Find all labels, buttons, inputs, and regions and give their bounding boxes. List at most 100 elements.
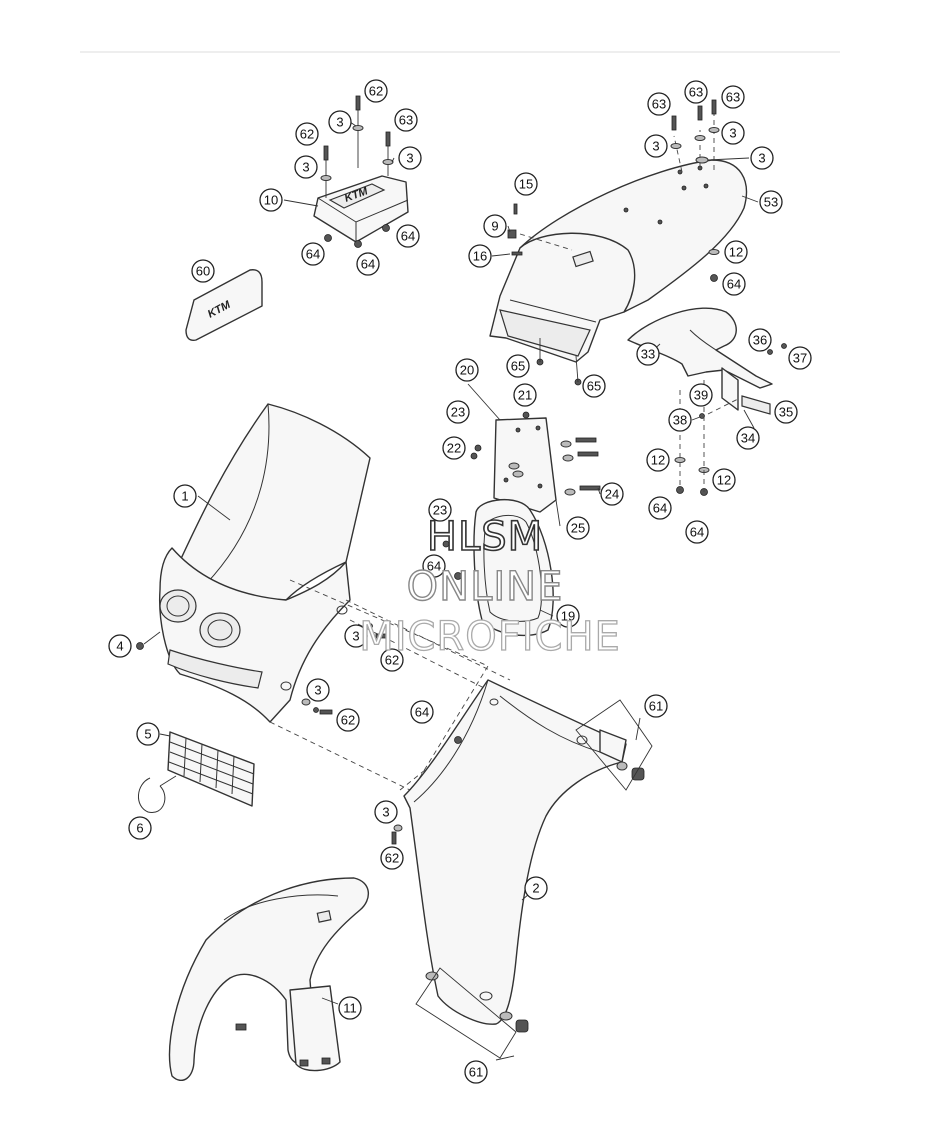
callout-65: 65 [506,354,530,378]
svg-text:39: 39 [694,388,708,403]
svg-text:65: 65 [511,359,525,374]
callout-5: 5 [136,722,160,746]
callout-24: 24 [600,482,624,506]
callout-36: 36 [748,328,772,352]
svg-text:64: 64 [361,257,375,272]
callout-62: 62 [380,648,404,672]
front-fender-part [168,877,369,1081]
svg-text:1: 1 [181,489,188,504]
svg-text:22: 22 [447,441,461,456]
svg-text:62: 62 [385,653,399,668]
svg-text:35: 35 [779,405,793,420]
callout-3: 3 [721,121,745,145]
callout-19: 19 [556,604,580,628]
callout-64: 64 [422,554,446,578]
svg-text:21: 21 [518,388,532,403]
svg-text:64: 64 [427,559,441,574]
svg-text:3: 3 [652,139,659,154]
callout-63: 63 [647,92,671,116]
svg-text:65: 65 [587,379,601,394]
watermark-line-2: ONLINE [406,563,564,610]
svg-text:38: 38 [673,413,687,428]
svg-text:64: 64 [306,247,320,262]
svg-text:15: 15 [519,177,533,192]
callout-62: 62 [295,122,319,146]
callout-3: 3 [306,678,330,702]
callout-62: 62 [380,846,404,870]
svg-text:63: 63 [726,90,740,105]
callout-64: 64 [648,496,672,520]
callout-20: 20 [455,358,479,382]
svg-text:25: 25 [571,521,585,536]
callout-64: 64 [722,272,746,296]
svg-text:63: 63 [689,85,703,100]
callout-22: 22 [442,436,466,460]
side-fairing-part [301,623,653,1059]
svg-text:53: 53 [764,195,778,210]
seat-cowl-part: KTM [313,95,409,248]
callouts: 62 3 63 62 3 3 10 64 64 64 60 63 63 63 3… [108,79,812,1084]
svg-text:11: 11 [343,1001,357,1016]
callout-16: 16 [468,244,492,268]
svg-text:19: 19 [561,609,575,624]
callout-64: 64 [410,700,434,724]
callout-3: 3 [294,155,318,179]
svg-text:24: 24 [605,487,619,502]
svg-text:36: 36 [753,333,767,348]
callout-23: 23 [446,400,470,424]
callout-62: 62 [336,708,360,732]
tail-bracket-part [627,307,787,496]
callout-3: 3 [374,800,398,824]
watermark-line-3: MICROFICHE [359,613,621,660]
svg-text:61: 61 [649,699,663,714]
plate-bracket-part [442,411,601,637]
callout-6: 6 [128,816,152,840]
svg-text:9: 9 [491,219,498,234]
svg-text:6: 6 [136,821,143,836]
callout-3: 3 [644,134,668,158]
callout-15: 15 [514,172,538,196]
callout-2: 2 [524,876,548,900]
callout-3: 3 [328,110,352,134]
svg-text:64: 64 [727,277,741,292]
callout-39: 39 [689,383,713,407]
callout-21: 21 [513,383,537,407]
svg-text:64: 64 [415,705,429,720]
headlight-mask-part [136,403,371,723]
svg-text:33: 33 [641,347,655,362]
svg-text:23: 23 [451,405,465,420]
callout-60: 60 [191,259,215,283]
rear-fender-part [489,99,748,386]
svg-text:3: 3 [302,160,309,175]
grille-part [138,731,255,813]
svg-text:10: 10 [264,193,278,208]
svg-text:4: 4 [116,639,123,654]
callout-37: 37 [788,346,812,370]
svg-text:5: 5 [144,727,151,742]
svg-text:3: 3 [406,151,413,166]
callout-1: 1 [173,484,197,508]
svg-text:63: 63 [652,97,666,112]
svg-text:60: 60 [196,264,210,279]
callout-4: 4 [108,634,132,658]
callout-9: 9 [483,214,507,238]
callout-25: 25 [566,516,590,540]
callout-63: 63 [684,80,708,104]
svg-text:20: 20 [460,363,474,378]
svg-text:3: 3 [336,115,343,130]
callout-11: 11 [338,996,362,1020]
svg-text:12: 12 [651,453,665,468]
svg-text:3: 3 [729,126,736,141]
svg-text:37: 37 [793,351,807,366]
callout-64: 64 [301,242,325,266]
callout-64: 64 [396,224,420,248]
callout-65: 65 [582,374,606,398]
callout-62: 62 [364,79,388,103]
svg-text:2: 2 [532,881,539,896]
callout-53: 53 [759,190,783,214]
callout-12: 12 [646,448,670,472]
callout-10: 10 [259,188,283,212]
svg-text:62: 62 [300,127,314,142]
svg-text:23: 23 [433,503,447,518]
